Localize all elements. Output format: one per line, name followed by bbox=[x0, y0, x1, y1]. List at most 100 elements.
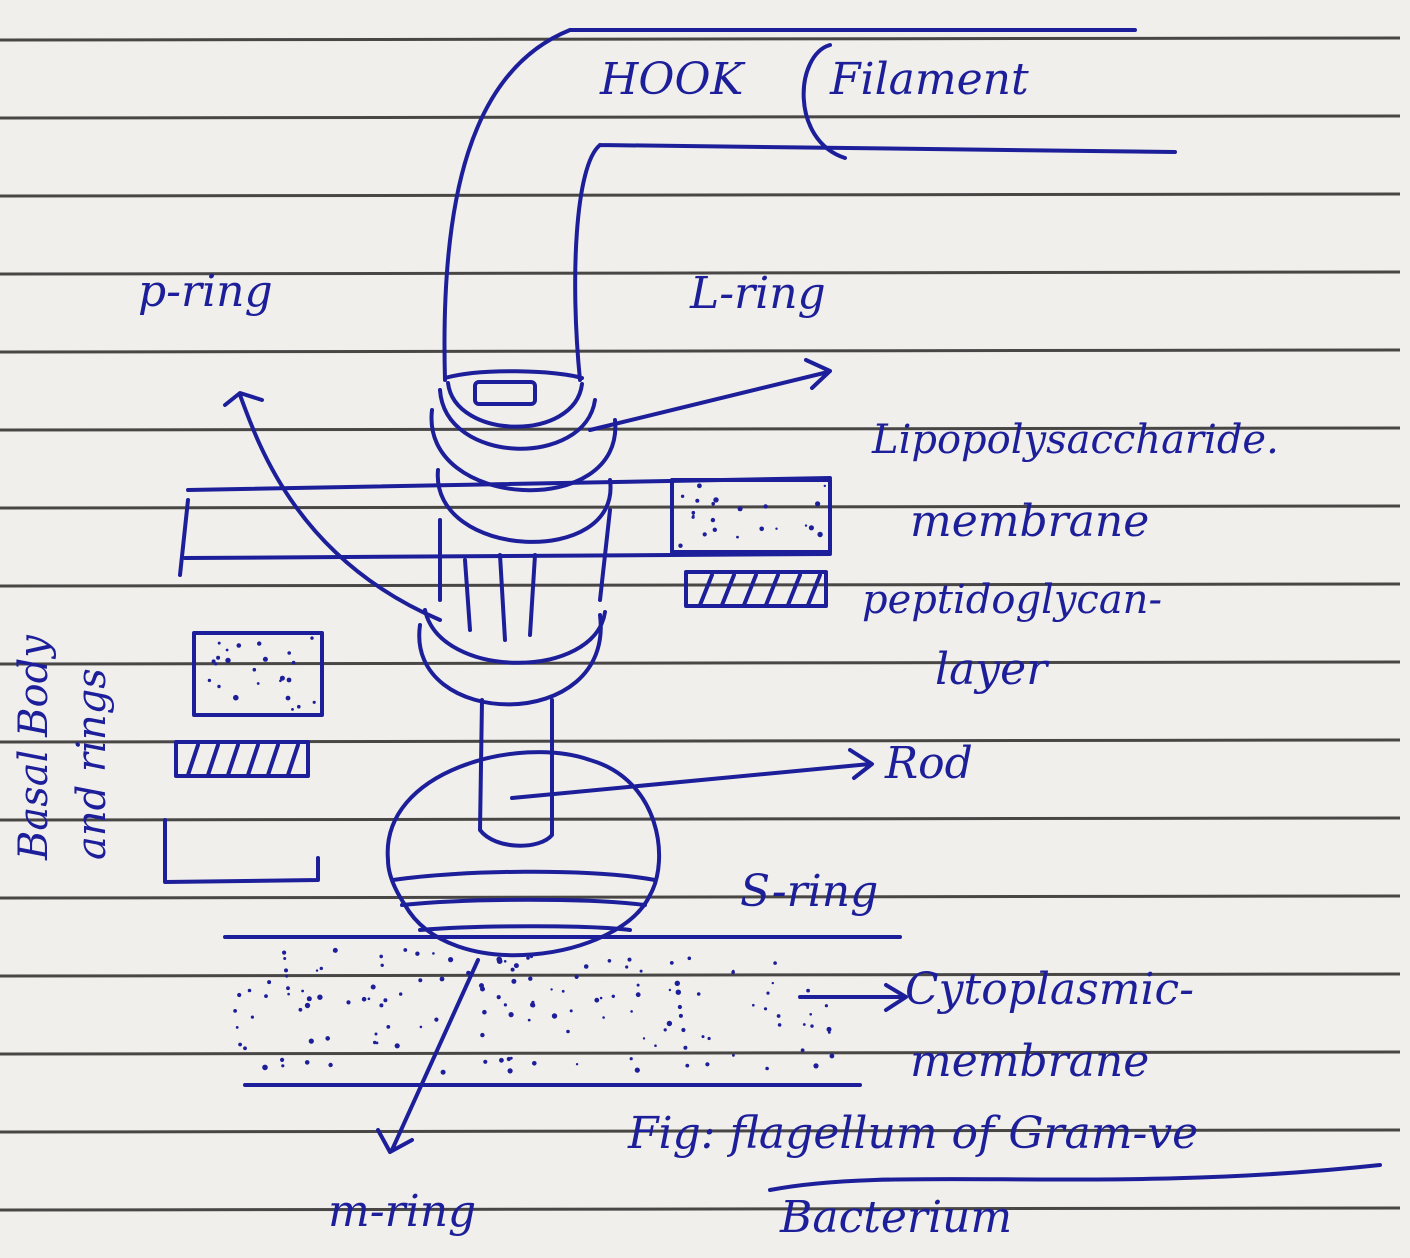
speckle-dot bbox=[217, 685, 220, 688]
speckle-dot bbox=[415, 952, 419, 956]
speckle-dot bbox=[383, 998, 387, 1002]
speckle-dot bbox=[697, 483, 702, 488]
speckle-dot bbox=[630, 1057, 633, 1060]
speckle-dot bbox=[320, 967, 323, 970]
speckle-dot bbox=[386, 1025, 390, 1029]
speckle-dot bbox=[752, 1004, 755, 1007]
speckle-dot bbox=[218, 642, 221, 645]
speckle-dot bbox=[379, 955, 383, 959]
speckle-dot bbox=[510, 1057, 513, 1060]
speckle-dot bbox=[333, 948, 338, 953]
speckle-dot bbox=[328, 1063, 332, 1067]
s-ring bbox=[388, 752, 659, 955]
speckle-dot bbox=[287, 651, 291, 655]
speckle-dot bbox=[238, 1043, 242, 1047]
speckle-dot bbox=[813, 1063, 818, 1068]
speckle-dot bbox=[526, 956, 530, 960]
speckle-dot bbox=[233, 695, 239, 701]
speckle-dot bbox=[711, 518, 715, 522]
speckle-dot bbox=[499, 1058, 504, 1063]
speckle-dot bbox=[643, 1037, 645, 1039]
speckle-dot bbox=[214, 662, 217, 665]
speckle-dot bbox=[775, 528, 777, 530]
peptidoglycan-label: peptidoglycan- bbox=[862, 580, 1162, 620]
speckle-dot bbox=[236, 1026, 239, 1029]
speckle-dot bbox=[310, 636, 313, 639]
speckle-dot bbox=[251, 1016, 254, 1019]
speckle-dot bbox=[482, 1010, 487, 1015]
speckle-dot bbox=[262, 1065, 268, 1071]
speckle-dot bbox=[480, 987, 485, 992]
speckle-dot bbox=[379, 1003, 383, 1007]
l-ring-label: L-ring bbox=[690, 272, 826, 316]
speckle-dot bbox=[772, 982, 774, 984]
speckle-dot bbox=[305, 1060, 310, 1065]
speckle-dot bbox=[432, 952, 435, 955]
speckle-dot bbox=[805, 524, 807, 526]
speckle-dot bbox=[766, 992, 769, 995]
speckle-dot bbox=[281, 1064, 284, 1067]
speckle-dot bbox=[830, 1054, 835, 1059]
speckle-dot bbox=[504, 1003, 507, 1006]
speckle-dot bbox=[625, 965, 628, 968]
speckle-dot bbox=[286, 696, 291, 701]
speckle-dot bbox=[765, 1067, 769, 1071]
speckle-dot bbox=[504, 960, 507, 963]
speckle-dot bbox=[678, 1005, 682, 1009]
speckle-dot bbox=[368, 998, 371, 1001]
left-bracket bbox=[165, 820, 318, 882]
speckle-dot bbox=[279, 680, 282, 683]
speckle-dot bbox=[253, 668, 257, 672]
speckle-dot bbox=[514, 963, 519, 968]
speckle-dot bbox=[732, 1054, 735, 1057]
speckle-dot bbox=[420, 1026, 423, 1029]
speckle-dot bbox=[688, 957, 692, 961]
speckle-dot bbox=[692, 511, 696, 515]
speckle-dot bbox=[309, 1039, 314, 1044]
speckle-dot bbox=[466, 971, 471, 976]
speckle-dot bbox=[530, 955, 533, 958]
hook-label: HOOK bbox=[600, 58, 743, 102]
speckle-dot bbox=[552, 1013, 557, 1018]
speckle-dot bbox=[528, 977, 532, 981]
speckle-dot bbox=[509, 1012, 514, 1017]
lipopolysaccharide-swatch bbox=[672, 480, 830, 552]
speckle-dot bbox=[480, 1033, 484, 1037]
speckle-dot bbox=[226, 649, 229, 652]
l-ring bbox=[440, 371, 595, 449]
speckle-dot bbox=[291, 708, 294, 711]
speckle-dot bbox=[702, 1035, 705, 1038]
speckle-dot bbox=[801, 1048, 805, 1052]
speckle-dot bbox=[608, 959, 612, 963]
speckle-dot bbox=[630, 1010, 633, 1013]
speckle-dot bbox=[496, 957, 502, 963]
basal-body-label: Basal Body bbox=[14, 635, 54, 860]
speckle-dot bbox=[267, 980, 271, 984]
speckle-dot bbox=[292, 661, 296, 665]
speckle-dot bbox=[713, 528, 717, 532]
speckle-dot bbox=[531, 1003, 535, 1007]
figure-caption-line2: Bacterium bbox=[780, 1196, 1012, 1240]
p-ring-label: p-ring bbox=[138, 270, 273, 314]
speckle-dot bbox=[612, 995, 615, 998]
speckle-dot bbox=[282, 951, 286, 955]
speckle-dot bbox=[678, 544, 682, 548]
layer-label: layer bbox=[935, 648, 1047, 692]
speckle-dot bbox=[257, 641, 261, 645]
speckle-dot bbox=[640, 970, 643, 973]
speckle-dot bbox=[669, 989, 671, 991]
speckle-dot bbox=[685, 1064, 689, 1068]
speckle-dot bbox=[399, 992, 402, 995]
speckle-dot bbox=[346, 1000, 350, 1004]
speckle-dot bbox=[777, 1014, 781, 1018]
speckle-dot bbox=[299, 1008, 303, 1012]
speckle-dot bbox=[773, 961, 777, 965]
speckle-dot bbox=[511, 979, 516, 984]
m-ring-arrow bbox=[378, 960, 478, 1152]
speckle-dot bbox=[764, 1007, 767, 1010]
speckle-dot bbox=[403, 948, 407, 952]
speckle-dot bbox=[679, 1014, 683, 1018]
speckle-dot bbox=[803, 1023, 806, 1026]
speckle-dot bbox=[584, 964, 589, 969]
speckle-dot bbox=[809, 525, 814, 530]
